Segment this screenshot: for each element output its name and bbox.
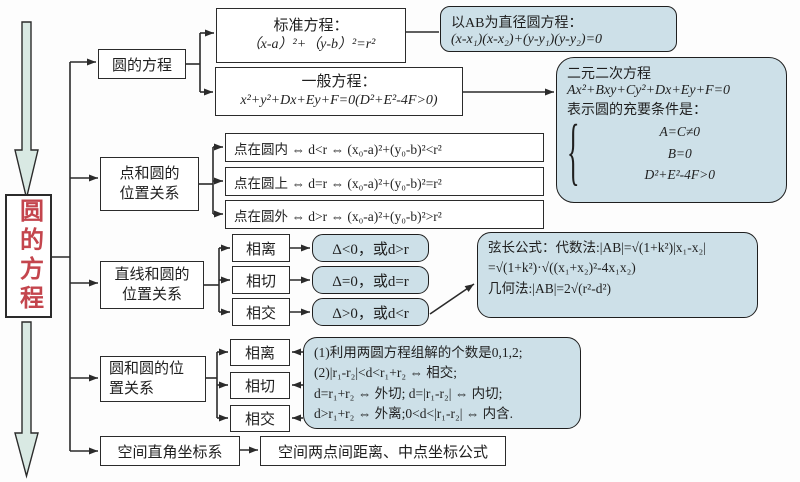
condition-intersect-text: Δ>0，或d<r [332,305,409,322]
two-circles-line-3: d=r₁+r₂ ⇔ 外切; d=|r₁-r₂| ⇔ 内切; [314,385,503,401]
quadratic-callout-formula: Ax²+Bxy+Cy²+Dx+Ey+F=0 [567,83,731,98]
quadratic-condition-3: D²+E²-4F>0 [644,167,716,183]
two-circles-callout: (1)利用两圆方程组解的个数是0,1,2; (2)|r₁-r₂|<d<r₁+r₂… [303,337,581,429]
branch-point-circle: 点和圆的 位置关系 [100,157,199,211]
point-on-row: 点在圆上 ⇔ d=r ⇔ (x₀-a)²+(y₀-b)²=r² [225,167,544,196]
point-outside-row: 点在圆外 ⇔ d>r ⇔ (x₀-a)²+(y₀-b)²>r² [225,200,544,229]
quadratic-condition-1: A=C≠0 [659,124,700,139]
space-distance-formula-label: 空间两点间距离、中点坐标公式 [277,444,488,461]
diameter-callout-formula: (x-x₁)(x-x₂)+(y-y₁)(y-y₂)=0 [451,32,603,47]
general-equation-formula: x²+y²+Dx+Ey+F=0(D²+E²-4F>0) [240,93,438,109]
quadratic-condition-callout: 二元二次方程 Ax²+Bxy+Cy²+Dx+Ey+F=0 表示圆的充要条件是： … [556,57,787,203]
standard-equation-title: 标准方程： [273,17,349,34]
point-inside-text: 点在圆内 ⇔ d<r ⇔ (x₀-a)²+(y₀-b)²<r² [234,141,442,157]
two-circles-line-4: d>r₁+r₂ ⇔ 外离;0<d<|r₁-r₂| ⇔ 内含. [314,405,514,421]
line-circle-case-separate: 相离 [232,234,290,262]
circle-circle-case-tangent: 相切 [230,372,290,399]
root-title-box: 圆的方程 [5,194,52,318]
line-circle-case-separate-label: 相离 [245,241,276,258]
point-inside-row: 点在圆内 ⇔ d<r ⇔ (x₀-a)²+(y₀-b)²<r² [225,133,544,162]
circle-circle-case-tangent-label: 相切 [244,379,275,395]
branch-space-coords: 空间直角坐标系 [100,436,240,466]
chord-length-callout: 弦长公式：代数法:|AB|=√(1+k²)|x₁-x₂| =√(1+k²)·√(… [477,232,758,318]
condition-tangent-text: Δ=0，或d=r [332,273,409,290]
branch-line-circle: 直线和圆的 位置关系 [100,261,204,309]
general-equation-title: 一般方程： [301,73,377,90]
branch-space-coords-label: 空间直角坐标系 [117,444,223,461]
diameter-callout-title: 以AB为直径圆方程： [451,16,583,31]
quadratic-condition-2: B=0 [667,145,692,161]
chord-line-3: 几何法:|AB|=2√(r²-d²) [488,280,612,296]
line-circle-case-tangent-label: 相切 [245,273,276,290]
circle-circle-case-intersect: 相交 [230,405,290,432]
branch-circle-circle-label1: 圆和圆的位 [109,360,185,377]
standard-equation-formula: （x-a）²+（y-b）²=r² [246,37,376,53]
diameter-equation-callout: 以AB为直径圆方程： (x-x₁)(x-x₂)+(y-y₁)(y-y₂)=0 [440,6,677,52]
line-circle-case-intersect: 相交 [232,298,290,326]
condition-intersect-pill: Δ>0，或d<r [312,298,429,326]
quadratic-conditions-group: { A=C≠0 B=0 D²+E²-4F>0 [567,110,776,194]
condition-separate-text: Δ<0，或d>r [332,241,409,258]
circle-circle-case-separate: 相离 [230,339,290,366]
branch-circle-equation-label: 圆的方程 [111,57,172,74]
two-circles-line-1: (1)利用两圆方程组解的个数是0,1,2; [314,345,523,360]
down-arrow-bottom-icon [14,321,39,479]
down-arrow-top-icon [14,21,39,199]
branch-circle-circle: 圆和圆的位 置关系 [100,356,206,402]
circle-circle-case-intersect-label: 相交 [244,412,275,428]
quadratic-callout-line1: 二元二次方程 [567,67,651,82]
condition-tangent-pill: Δ=0，或d=r [312,266,429,294]
chord-line-1: 弦长公式：代数法:|AB|=√(1+k²)|x₁-x₂| [488,240,706,255]
two-circles-line-2: (2)|r₁-r₂|<d<r₁+r₂ ⇔ 相交; [314,365,458,381]
branch-circle-equation: 圆的方程 [98,49,186,79]
branch-circle-circle-label2: 置关系 [109,381,155,397]
quadratic-callout-line3: 表示圆的充要条件是： [567,103,707,118]
standard-equation-box: 标准方程： （x-a）²+（y-b）²=r² [216,8,406,63]
chord-line-2: =√(1+k²)·√((x₁+x₂)²-4x₁x₂) [488,260,636,276]
branch-line-circle-label2: 位置关系 [121,287,182,303]
point-outside-text: 点在圆外 ⇔ d>r ⇔ (x₀-a)²+(y₀-b)²>r² [234,208,442,224]
branch-point-circle-label2: 位置关系 [119,186,180,202]
general-equation-box: 一般方程： x²+y²+Dx+Ey+F=0(D²+E²-4F>0) [215,67,463,116]
branch-point-circle-label1: 点和圆的 [119,165,180,182]
left-brace-glyph: { [567,109,580,194]
circle-circle-case-separate-label: 相离 [244,346,275,362]
point-on-text: 点在圆上 ⇔ d=r ⇔ (x₀-a)²+(y₀-b)²=r² [234,175,442,191]
line-circle-case-intersect-label: 相交 [245,305,276,322]
root-title: 圆的方程 [15,198,42,314]
branch-line-circle-label1: 直线和圆的 [114,266,190,283]
line-circle-case-tangent: 相切 [232,266,290,294]
space-distance-formula-box: 空间两点间距离、中点坐标公式 [260,436,506,466]
condition-separate-pill: Δ<0，或d>r [312,234,429,262]
